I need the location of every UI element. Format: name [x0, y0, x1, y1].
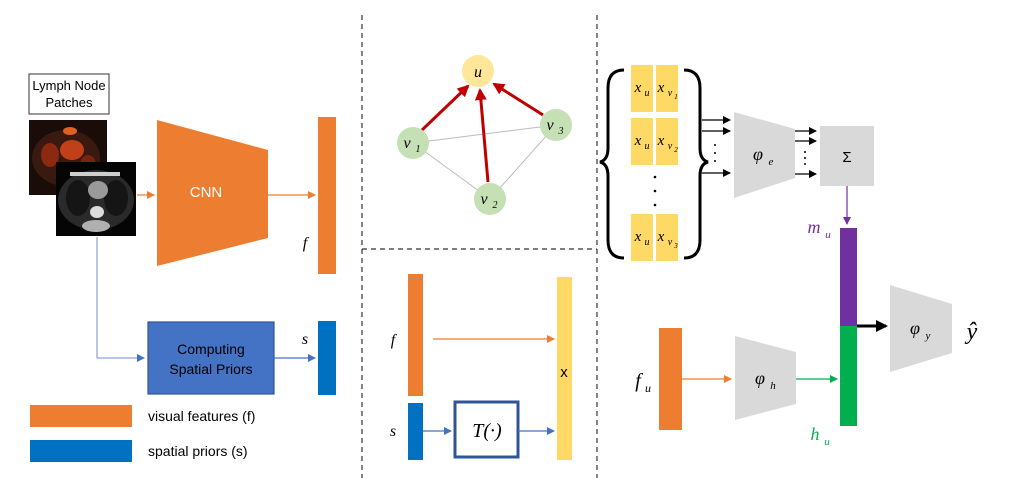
node-v2-label: v	[480, 191, 488, 208]
node-v1	[397, 127, 429, 159]
fusion-s-label: s	[390, 423, 396, 440]
node-v3-label: v	[546, 117, 554, 134]
node-u	[462, 55, 494, 87]
multiply-label: x	[560, 364, 568, 381]
pair2-xu-block	[631, 118, 653, 165]
pair-ellipsis	[653, 175, 657, 207]
pair2-xu-label: x	[634, 133, 642, 149]
visual-feature-bar	[318, 117, 336, 274]
spatial-priors-box	[147, 321, 275, 395]
pair3-xv-sub: v	[668, 237, 673, 248]
f-u-label: f	[635, 370, 643, 392]
sigma-label: Σ	[842, 149, 851, 166]
fusion-s-bar	[408, 403, 423, 460]
patch-label-box	[28, 73, 110, 115]
arrow-patch-to-spatial	[96, 237, 145, 362]
arrows-to-sigma	[795, 127, 817, 178]
phi-h-sub: h	[770, 380, 776, 392]
phi-y-sub: y	[925, 330, 931, 342]
spatial-box-line1: Computing	[177, 341, 245, 357]
phi-y-label: φ	[910, 318, 920, 338]
pair2-xv-label: x	[657, 133, 665, 149]
multiply-bar	[557, 277, 572, 460]
pair3-xu-sub: u	[645, 237, 650, 248]
h-u-sub: u	[824, 436, 830, 448]
f-label-left: f	[303, 235, 310, 252]
phi-e-sub: e	[769, 156, 774, 168]
phi-e-block	[734, 112, 795, 198]
patch-label-line1: Lymph Node	[32, 78, 105, 93]
legend-label-spatial: spatial priors (s)	[148, 443, 248, 459]
pair2-xv-subsub: 2	[674, 146, 678, 154]
cnn-label: CNN	[190, 184, 223, 201]
sigma-block	[820, 126, 874, 186]
h-u-bar	[840, 326, 857, 426]
legend-swatch-visual	[30, 405, 132, 427]
fusion-f-bar	[408, 274, 423, 396]
pair3-xv-label: x	[657, 229, 665, 245]
spatial-prior-bar	[318, 321, 336, 395]
cnn-block	[157, 120, 268, 266]
m-u-bar	[840, 228, 857, 326]
m-u-sub: u	[825, 229, 831, 241]
pair2-xv-sub: v	[668, 141, 673, 152]
pair2-xv-block	[656, 118, 678, 165]
right-brace	[683, 68, 709, 260]
edge-v1-to-u	[420, 84, 470, 132]
fusion-f-label: f	[391, 332, 398, 349]
pair3-xu-block	[631, 214, 653, 261]
pair3-xu-label: x	[634, 229, 642, 245]
spatial-box-line2: Spatial Priors	[169, 361, 252, 377]
pet-ct-patch-image	[29, 120, 107, 195]
pair1-xu-label: x	[634, 80, 642, 96]
transform-label: T(·)	[472, 420, 502, 442]
node-v3-sub: 3	[558, 126, 564, 137]
m-u-label: m	[808, 217, 821, 237]
edge-v3-v2	[489, 124, 557, 200]
pair1-xu-sub: u	[645, 88, 650, 99]
ct-patch-image	[56, 162, 136, 236]
h-u-label: h	[811, 424, 820, 444]
node-v1-sub: 1	[416, 144, 421, 155]
node-v2	[474, 183, 506, 215]
left-brace	[599, 68, 625, 260]
f-u-sub: u	[645, 381, 651, 395]
transform-box	[453, 400, 520, 459]
node-v2-sub: 2	[493, 200, 498, 211]
phi-h-label: φ	[755, 368, 765, 388]
s-label-left: s	[302, 331, 308, 348]
pair2-xu-sub: u	[645, 141, 650, 152]
node-v3	[540, 109, 572, 141]
phi-y-block	[890, 285, 952, 372]
pair1-xv-block	[656, 65, 678, 112]
edge-v2-to-u	[474, 88, 490, 183]
legend-swatch-spatial	[30, 440, 132, 462]
patch-label-line2: Patches	[46, 95, 93, 110]
pair1-xv-sub: v	[668, 88, 673, 99]
phi-e-label: φ	[753, 144, 763, 164]
pair1-xu-block	[631, 65, 653, 112]
arrows-to-phi-e	[702, 116, 731, 177]
pair1-xv-subsub: 1	[674, 93, 678, 101]
legend-label-visual: visual features (f)	[148, 408, 255, 424]
f-u-bar	[659, 328, 682, 430]
y-hat-label: ŷ	[965, 319, 978, 345]
node-v1-label: v	[403, 135, 411, 152]
phi-h-block	[735, 336, 796, 420]
edge-v3-to-u	[492, 82, 544, 117]
pair3-xv-block	[656, 214, 678, 261]
node-u-label: u	[474, 64, 482, 81]
pair3-xv-subsub: 3	[673, 242, 678, 250]
pair1-xv-label: x	[657, 80, 665, 96]
